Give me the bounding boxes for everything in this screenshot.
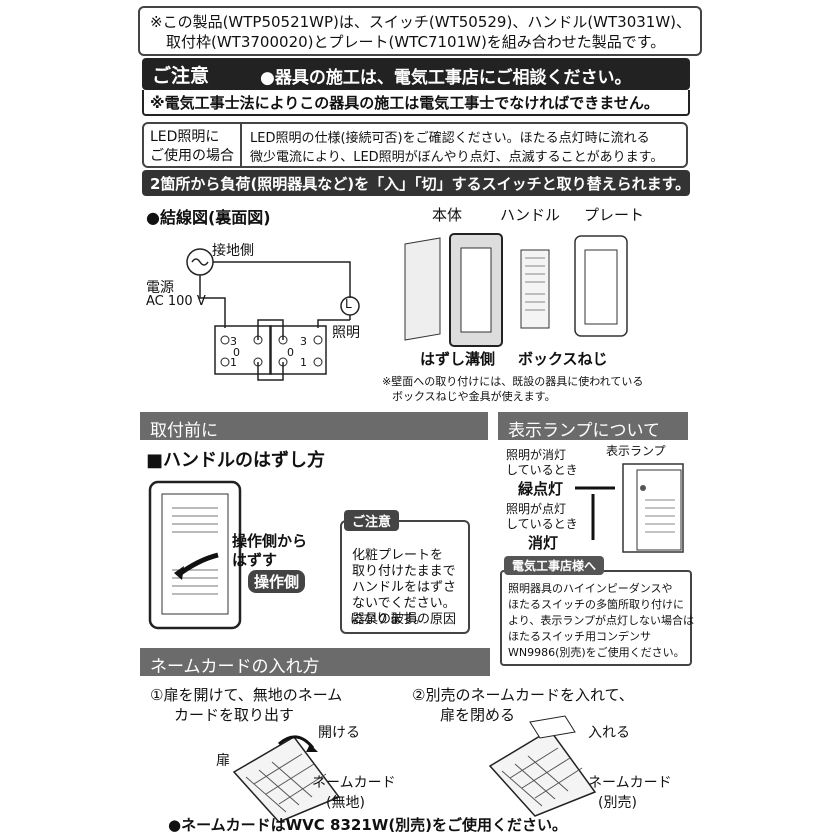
electrician-line: ほたるスイッチの多箇所取り付けに: [508, 598, 684, 611]
handle-label: ハンドル: [500, 206, 561, 224]
indicator-lamp-label: 表示ランプ: [606, 444, 666, 458]
namecard-step2-illustration: [488, 715, 597, 817]
on-line2: しているとき: [506, 517, 578, 531]
before-install-section-header: 取付前に: [140, 412, 488, 441]
groove-side-label: はずし溝側: [420, 350, 496, 368]
caution-sub-text: ※電気工事士法によりこの器具の施工は電気工事士でなければできません。: [150, 94, 659, 112]
plain-label: (無地): [326, 795, 365, 811]
led-label-cell: LED照明に ご使用の場合: [144, 124, 242, 166]
door-label: 扉: [216, 753, 230, 769]
replacement-banner: 2箇所から負荷(照明器具など)を「入」「切」するスイッチと取り替えられます。: [142, 170, 690, 196]
namecard2-label: ネームカード: [588, 775, 672, 791]
unlit-label: 消灯: [528, 534, 559, 552]
voltage-label: AC 100 V: [146, 294, 206, 309]
body-label: 本体: [432, 206, 463, 224]
product-note-line2: 取付枠(WT3700020)とプレート(WTC7101W)を組み合わせた製品です…: [166, 33, 666, 51]
off-line1: 照明が消灯: [506, 448, 567, 462]
namecard1-label: ネームカード: [312, 775, 396, 791]
terminal-1b: 1: [300, 356, 307, 369]
parts-note-line1: ※壁面への取り付けには、既設の器具に使われている: [382, 375, 644, 388]
namecard-section-header: ネームカードの入れ方: [140, 648, 490, 677]
off-line2: しているとき: [506, 463, 578, 477]
lamp-symbol: L: [345, 297, 352, 311]
electrician-line: 照明器具のハイインピーダンスや: [508, 582, 673, 595]
on-line1: 照明が点灯: [506, 502, 567, 516]
caution2-line: ないでください。: [352, 596, 456, 611]
insert-label: 入れる: [588, 725, 630, 741]
indicator-illustration: [575, 463, 684, 553]
terminal-1a: 1: [230, 356, 237, 369]
namecard-step1-illustration: [232, 735, 341, 822]
parts-note-line2: ボックスねじや金具が使えます。: [392, 390, 556, 403]
wiring-title: ●結線図(裏面図): [146, 208, 271, 227]
caution-title: ご注意: [152, 65, 210, 87]
electrician-tag: 電気工事店様へ: [504, 556, 605, 575]
caution-banner: ご注意 ●器具の施工は、電気工事店にご相談ください。: [142, 58, 690, 90]
caution-main: ●器具の施工は、電気工事店にご相談ください。: [260, 68, 632, 88]
electrician-line: WN9986(別売)をご使用ください。: [508, 646, 685, 659]
indicator-section-title: 表示ランプについて: [508, 421, 660, 441]
caution2-line: 器具の破損の原因: [352, 612, 457, 627]
open-label: 開ける: [318, 725, 360, 741]
plate-label: プレート: [584, 206, 645, 224]
lamp-label: 照明: [332, 325, 360, 341]
caution2-line: ハンドルをはずさ: [352, 580, 457, 595]
terminal-0b: 0: [287, 346, 294, 359]
caution2-title: ご注意: [344, 510, 400, 531]
caution-sub-box: ※電気工事士法によりこの器具の施工は電気工事士でなければできません。: [142, 90, 690, 116]
led-label-line1: LED照明に: [150, 129, 220, 145]
green-on-label: 緑点灯: [518, 480, 564, 498]
before-install-section-title: 取付前に: [150, 421, 218, 441]
wiring-diagram: [186, 248, 360, 381]
replacement-banner-text: 2箇所から負荷(照明器具など)を「入」「切」するスイッチと取り替えられます。: [150, 175, 691, 193]
box-screw-label: ボックスねじ: [518, 350, 608, 368]
terminal-0a: 0: [233, 346, 240, 359]
step1-line1: ①扉を開けて、無地のネーム: [150, 686, 343, 704]
parts-illustration: [404, 233, 628, 347]
product-note-line1: ※この製品(WTP50521WP)は、スイッチ(WT50529)、ハンドル(WT…: [150, 13, 692, 31]
handle-removal-heading: ■ハンドルのはずし方: [146, 450, 326, 471]
operate-side-badge: 操作側: [248, 570, 306, 593]
led-label-line2: ご使用の場合: [150, 148, 234, 164]
step2-line1: ②別売のネームカードを入れて、: [412, 686, 634, 704]
led-text-line1: LED照明の仕様(接続可否)をご確認ください。ほたる点灯時に流れる: [250, 131, 650, 146]
led-text-line2: 微少電流により、LED照明がぼんやり点灯、点滅することがあります。: [250, 150, 664, 165]
electrician-notice-box: 照明器具のハイインピーダンスや ほたるスイッチの多箇所取り付けに より、表示ラン…: [500, 570, 695, 666]
namecard-footer: ●ネームカードはWVC 8321W(別売)をご使用ください。: [168, 816, 568, 834]
product-note-box: ※この製品(WTP50521WP)は、スイッチ(WT50529)、ハンドル(WT…: [138, 6, 702, 56]
switch-front-illustration: [148, 480, 242, 630]
electrician-line: より、表示ランプが点灯しない場合は: [508, 614, 695, 627]
ground-side-label: 接地側: [212, 243, 254, 259]
step1-line2: カードを取り出す: [174, 706, 295, 724]
electrician-line: ほたるスイッチ用コンデンサ: [508, 630, 651, 643]
power-label: 電源: [146, 280, 174, 296]
sold-separately-label: (別売): [598, 795, 637, 811]
caution2-line: になります。: [350, 612, 427, 627]
from-side-line2: はずす: [232, 551, 278, 569]
terminal-3a: 3: [230, 335, 237, 348]
from-side-line1: 操作側から: [232, 532, 308, 550]
namecard-section-title: ネームカードの入れ方: [150, 657, 320, 677]
terminal-3b: 3: [300, 335, 307, 348]
caution2-line: 化粧プレートを: [352, 548, 444, 563]
indicator-section-header: 表示ランプについて: [498, 412, 688, 441]
caution2-box: 化粧プレートを 取り付けたままで ハンドルをはずさ ないでください。 器具の破損…: [340, 520, 470, 634]
caution2-line: 取り付けたままで: [352, 564, 456, 579]
step2-line2: 扉を閉める: [440, 706, 516, 724]
led-notice-box: LED照明に ご使用の場合 LED照明の仕様(接続可否)をご確認ください。ほたる…: [142, 122, 688, 168]
